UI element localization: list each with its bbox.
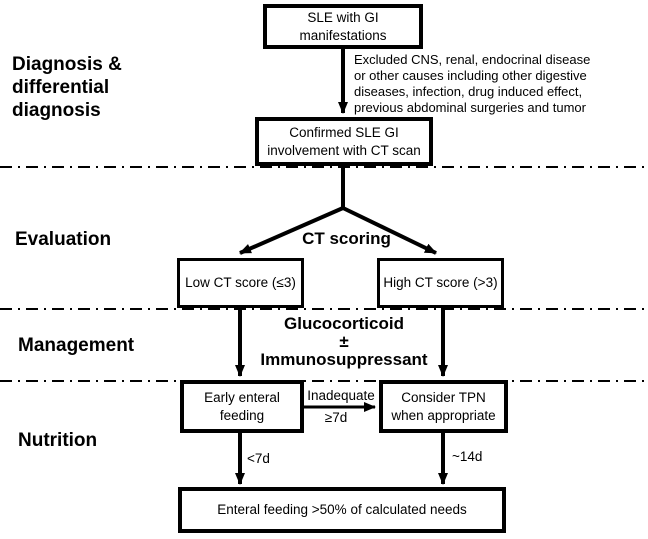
- edge-label-inadequate: Inadequate: [307, 388, 375, 403]
- node-confirmed-sle-gi: Confirmed SLE GI involvement with CT sca…: [255, 117, 433, 166]
- node-early-enteral-feeding: Early enteral feeding: [180, 380, 304, 433]
- node-sle-gi: SLE with GI manifestations: [263, 4, 423, 49]
- node-high-ct-score: High CT score (>3): [377, 258, 504, 308]
- exclusion-note: Excluded CNS, renal, endocrinal disease …: [354, 52, 591, 115]
- ct-scoring-label: CT scoring: [302, 229, 391, 248]
- arrow-fork-to-low: [239, 206, 344, 255]
- node-low-ct-score: Low CT score (≤3): [177, 258, 304, 308]
- stage-label-management: Management: [18, 335, 135, 356]
- edge-label-lt7d: <7d: [247, 451, 270, 466]
- stage-label-evaluation: Evaluation: [15, 229, 112, 250]
- arrow-fork-to-high: [342, 206, 437, 255]
- management-therapy-label: Glucocorticoid ± Immunosuppressant: [260, 314, 428, 369]
- stage-label-nutrition: Nutrition: [18, 430, 98, 451]
- edge-label-ge7d: ≥7d: [324, 410, 348, 425]
- stage-label-diagnosis: Diagnosis & differential diagnosis: [12, 54, 122, 121]
- edge-label-approx14d: ~14d: [452, 449, 483, 464]
- node-enteral-feeding-goal: Enteral feeding >50% of calculated needs: [178, 487, 506, 533]
- node-consider-tpn: Consider TPN when appropriate: [379, 380, 508, 433]
